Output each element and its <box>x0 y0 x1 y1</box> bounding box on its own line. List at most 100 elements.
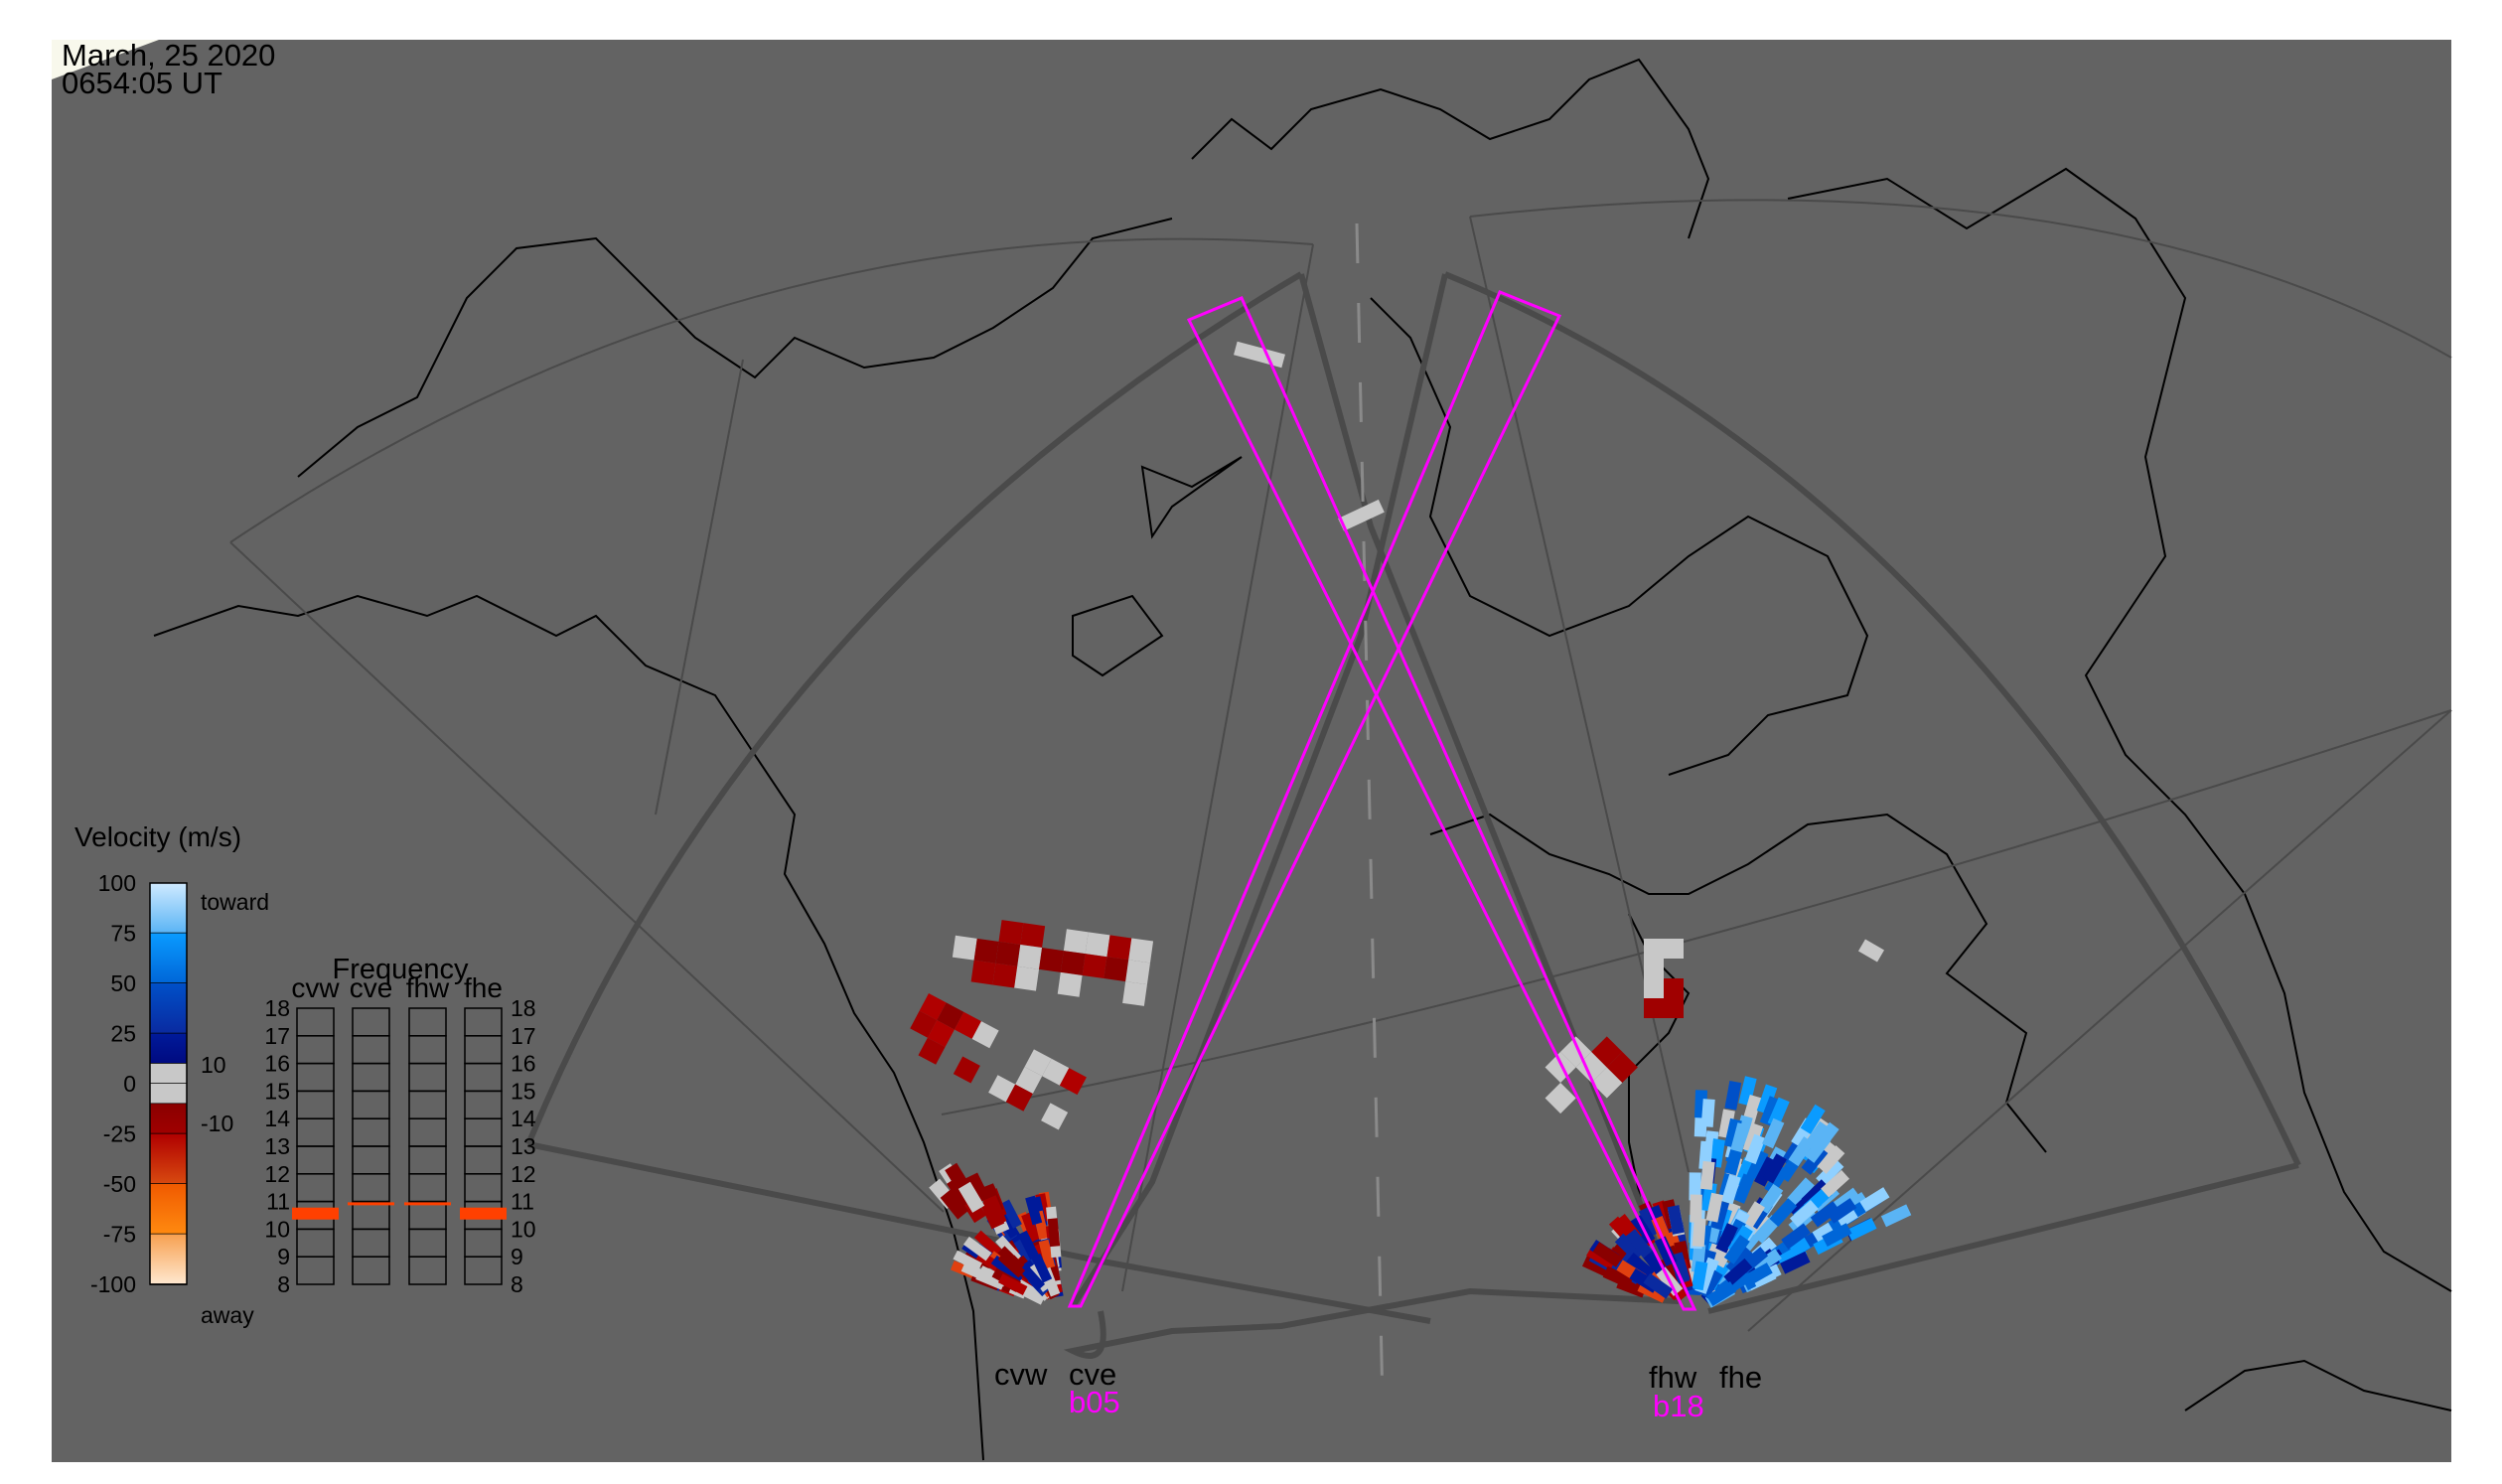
echo-cell <box>954 1011 981 1039</box>
frequency-level-label: 8 <box>511 1271 523 1297</box>
echo-cell <box>982 1195 1007 1227</box>
frequency-cell <box>408 1007 447 1037</box>
frequency-level-label: 9 <box>277 1244 290 1269</box>
echo-cell <box>1781 1223 1811 1250</box>
echo-cell <box>1780 1251 1811 1274</box>
echo-cell <box>1757 1183 1784 1214</box>
frequency-level-label: 14 <box>511 1106 536 1131</box>
echo-cell <box>1059 1068 1087 1096</box>
echo-cell <box>953 1250 982 1272</box>
frequency-marker-fhe <box>460 1207 507 1220</box>
echo-cell <box>1106 935 1132 961</box>
colorbar-segment <box>150 1033 187 1064</box>
inner-pos-label: 10 <box>201 1052 226 1078</box>
echo-cell <box>1732 1173 1755 1204</box>
frequency-level-label: 17 <box>264 1023 290 1049</box>
colorbar-segment <box>150 1084 187 1105</box>
echo-cell <box>970 960 996 985</box>
echo-cell <box>1021 1212 1041 1243</box>
echo-cell <box>1667 1205 1685 1235</box>
frequency-level-label: 14 <box>264 1106 290 1131</box>
colorbar-tick-label: -50 <box>103 1171 136 1197</box>
colorbar-segment <box>150 1104 187 1134</box>
echo-cell <box>940 1189 969 1220</box>
frequency-level-label: 18 <box>264 995 290 1021</box>
echo-cell <box>1063 929 1089 955</box>
echo-cell <box>1738 1076 1757 1107</box>
frequency-title: Frequency <box>332 954 469 985</box>
echo-cell <box>1014 965 1040 991</box>
away-label: away <box>201 1302 254 1328</box>
echo-cell <box>1606 1051 1638 1083</box>
echo-cell <box>997 1273 1028 1295</box>
echo-cell <box>953 1056 980 1084</box>
velocity-legend-title: Velocity (m/s) <box>74 821 241 852</box>
frequency-level-label: 12 <box>264 1161 290 1187</box>
echo-cell <box>1644 959 1664 978</box>
echo-cell <box>1025 1195 1043 1226</box>
echo-cell <box>1005 1084 1033 1112</box>
echo-cell <box>1664 939 1684 959</box>
frequency-level-label: 16 <box>511 1051 536 1077</box>
echo-cell <box>1047 1218 1061 1248</box>
echo-cell <box>1664 998 1684 1018</box>
colorbar-tick-label: 75 <box>110 921 136 947</box>
echo-cell <box>1041 1103 1069 1130</box>
echo-cell <box>1692 1218 1706 1248</box>
frequency-level-label: 16 <box>264 1051 290 1077</box>
echo-cell <box>1038 1239 1056 1269</box>
echo-cell <box>1787 1177 1815 1207</box>
echo-cell <box>1846 1217 1877 1242</box>
radar-label-fhe: fhe <box>1719 1360 1762 1395</box>
echo-cell <box>1720 1174 1741 1205</box>
map-background <box>52 40 2451 1462</box>
colorbar-tick-label: 100 <box>98 870 136 896</box>
echo-cell <box>975 1269 1005 1290</box>
echo-cell <box>1742 1262 1773 1287</box>
toward-label: toward <box>201 889 269 915</box>
echo-cell <box>1042 1058 1070 1086</box>
echo-cell <box>1625 1253 1656 1280</box>
echo-cell <box>1857 939 1885 963</box>
frequency-level-label: 13 <box>264 1133 290 1159</box>
echo-cell <box>1821 1169 1850 1198</box>
echo-cell <box>1690 1194 1702 1223</box>
echo-cell <box>910 1010 938 1038</box>
frequency-level-label: 9 <box>511 1244 523 1269</box>
date-label: March, 25 2020 <box>62 38 275 73</box>
echo-cell <box>1024 1049 1052 1077</box>
colorbar-tick-label: 0 <box>123 1071 136 1097</box>
velocity-colorbar <box>150 883 187 1285</box>
time-label: 0654:05 UT <box>62 66 222 100</box>
echo-cell <box>1769 1198 1798 1227</box>
frequency-marker-cvw <box>292 1207 339 1220</box>
echo-cell <box>1724 1145 1743 1176</box>
echo-cell <box>998 920 1024 945</box>
frequency-column-label-fhw: fhw <box>406 972 450 1003</box>
colorbar-tick-label: -25 <box>103 1121 136 1147</box>
echo-cell <box>1822 1223 1852 1247</box>
frequency-level-label: 17 <box>511 1023 536 1049</box>
echo-cell <box>1085 932 1110 958</box>
echo-cell <box>1744 1133 1766 1165</box>
frequency-level-label: 10 <box>264 1216 290 1242</box>
colorbar-frame <box>149 882 188 1285</box>
echo-cell <box>1816 1158 1844 1187</box>
echo-cell <box>1724 1080 1742 1111</box>
colorbar-segment <box>150 1133 187 1184</box>
echo-cell <box>1338 499 1385 531</box>
echo-cell <box>927 1020 955 1048</box>
colorbar-tick-label: 25 <box>110 1021 136 1047</box>
echo-cell <box>997 1252 1026 1278</box>
frequency-marker-fhw <box>404 1202 451 1206</box>
echo-cell <box>1625 1229 1653 1259</box>
beam-fhw-b18 <box>1186 296 1697 1311</box>
echo-cell <box>1789 1200 1819 1228</box>
radar-label-cve: cve <box>1069 1357 1116 1392</box>
echo-cell <box>1804 1120 1831 1151</box>
coastlines <box>153 58 2452 1461</box>
colorbar-segment <box>150 883 187 934</box>
echo-cell <box>919 993 947 1021</box>
echo-cell <box>1715 1223 1738 1254</box>
